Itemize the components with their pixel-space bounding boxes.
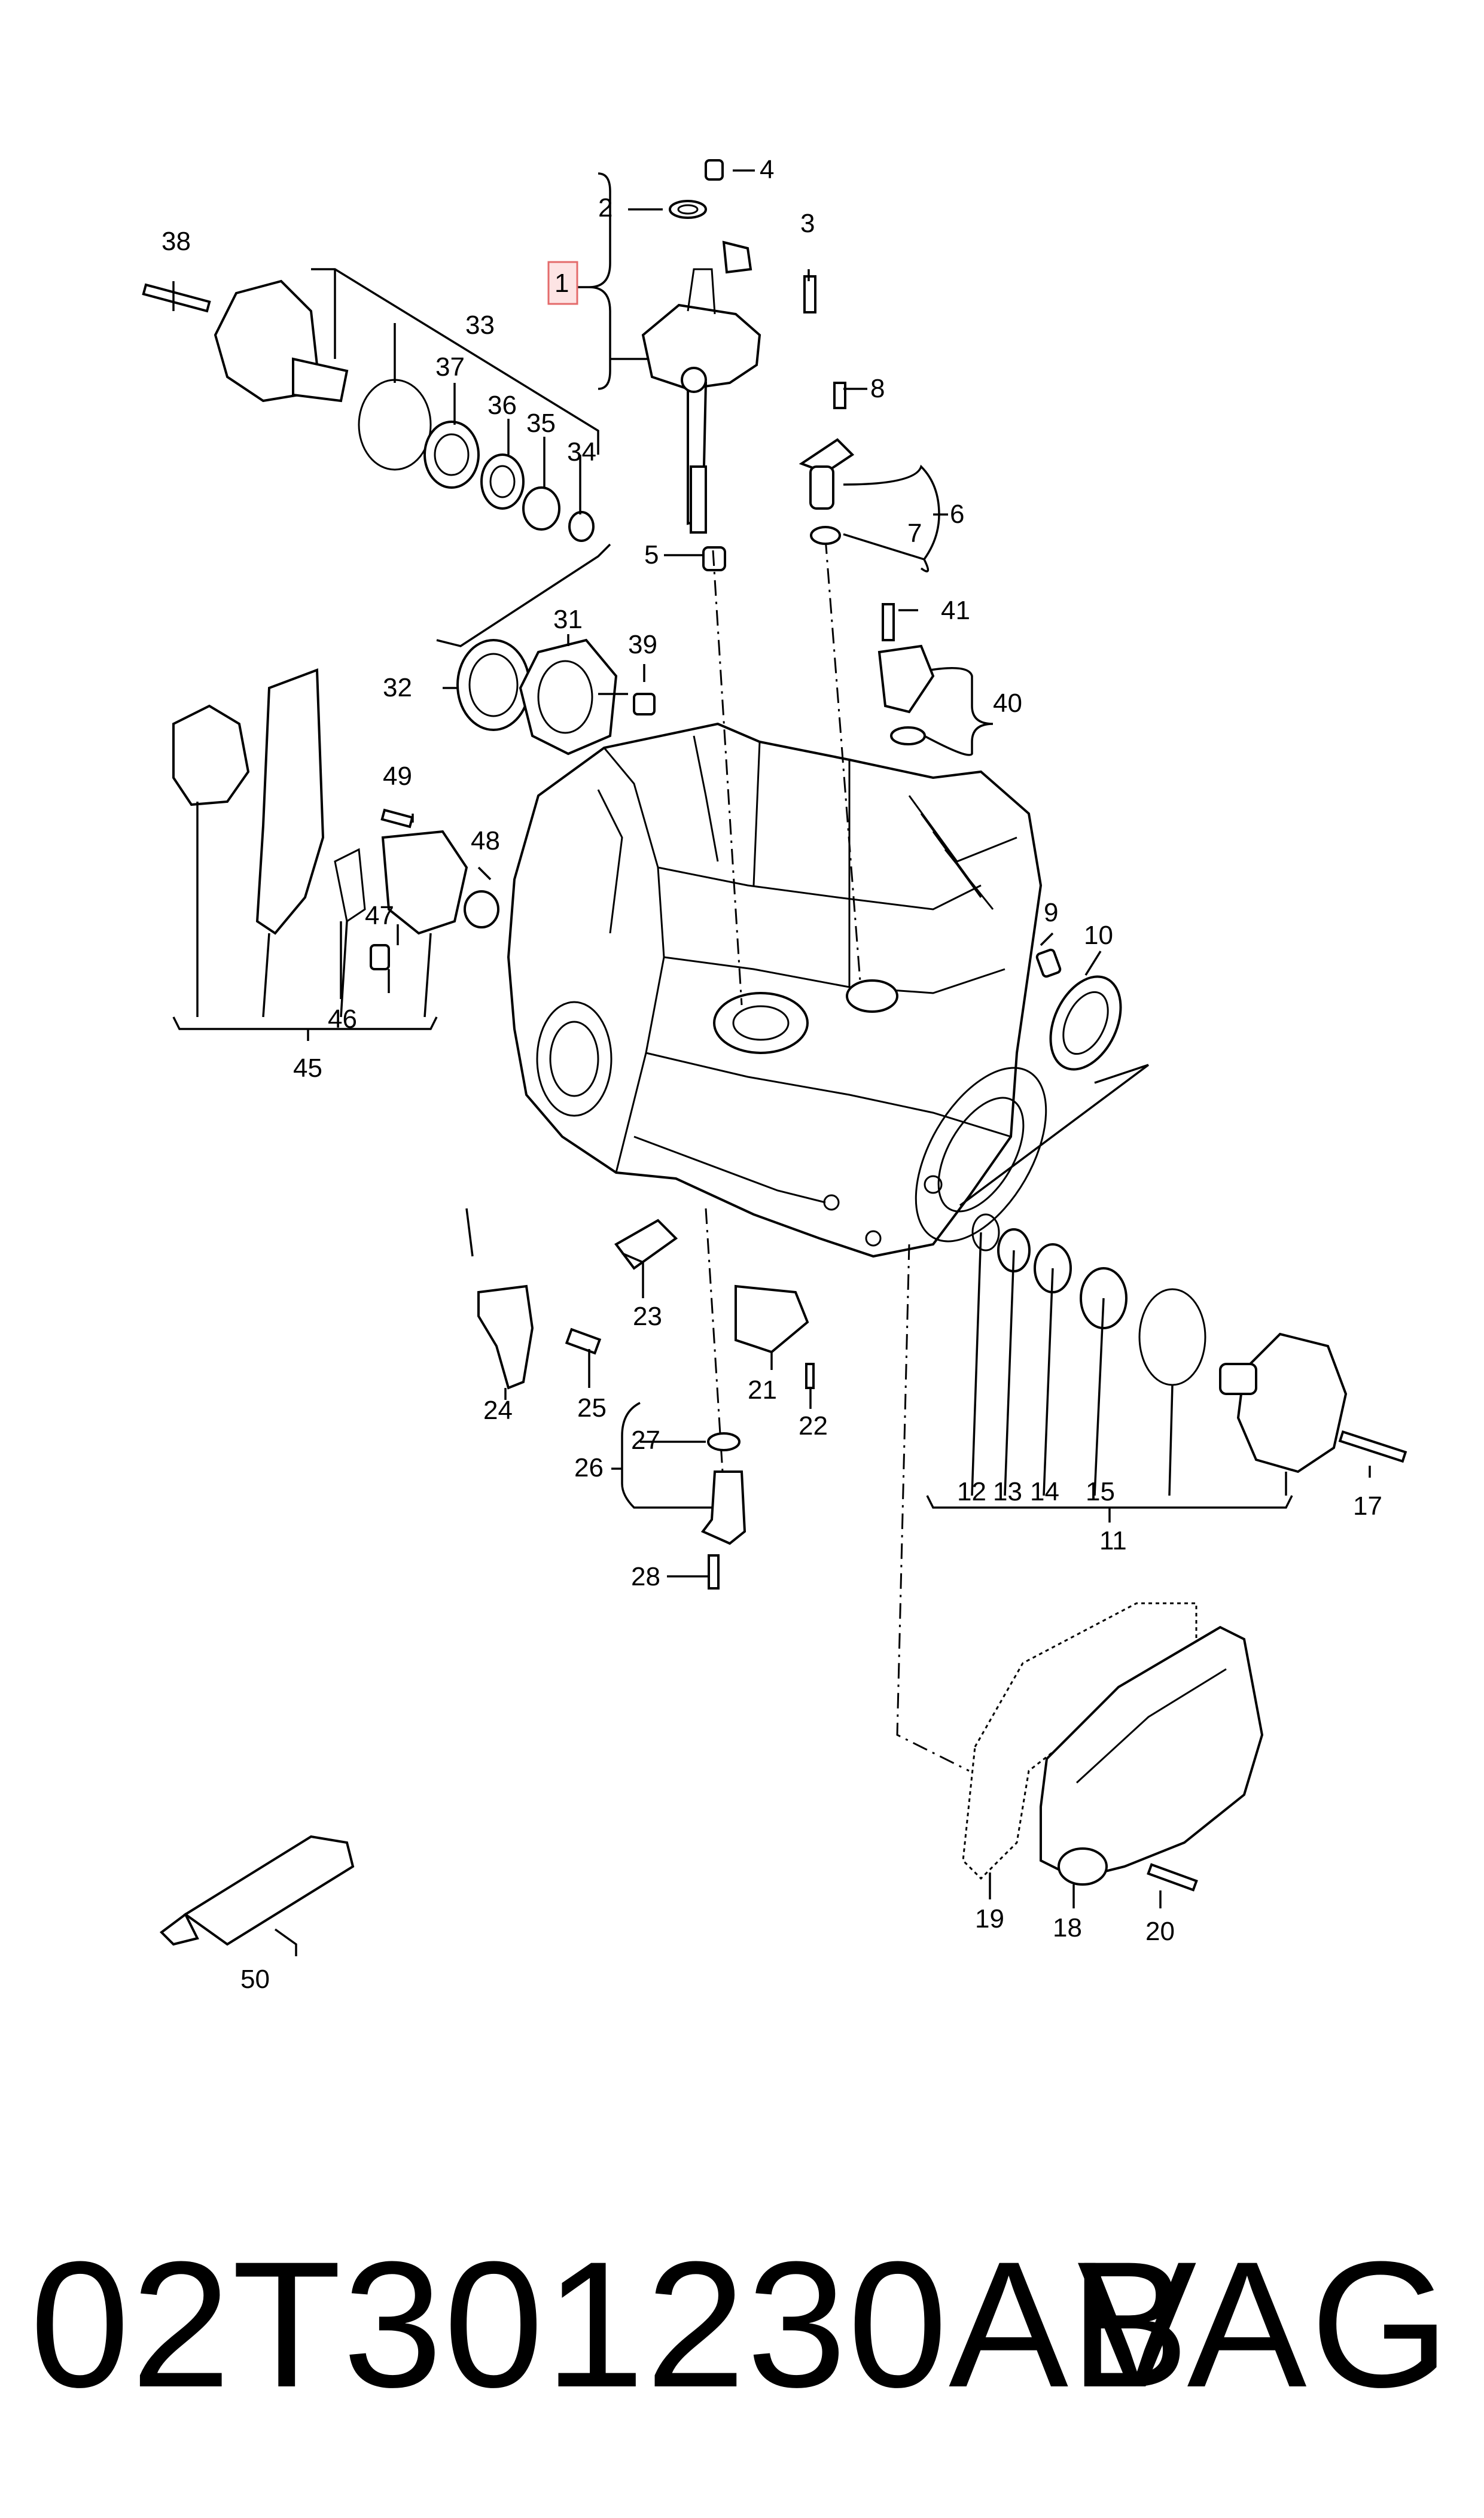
callout-11: 11 bbox=[1099, 1526, 1127, 1555]
callout-38: 38 bbox=[161, 227, 191, 256]
callout-32: 32 bbox=[383, 673, 412, 702]
callout-labels: 1 2 3 4 5 6 7 8 9 10 11 12 13 14 15 17 1… bbox=[161, 155, 1382, 1994]
callout-8: 8 bbox=[870, 374, 885, 403]
callout-10: 10 bbox=[1084, 921, 1113, 950]
callout-2: 2 bbox=[598, 193, 613, 223]
left-actuator-parts bbox=[172, 668, 499, 970]
callout-9: 9 bbox=[1044, 898, 1058, 927]
callout-33: 33 bbox=[465, 310, 495, 340]
callout-50: 50 bbox=[240, 1965, 270, 1994]
sealant-tube bbox=[159, 1835, 355, 1946]
callout-15: 15 bbox=[1086, 1477, 1115, 1506]
callout-24: 24 bbox=[483, 1396, 513, 1425]
exploded-parts-diagram: 1 2 3 4 5 6 7 8 9 10 11 12 13 14 15 17 1… bbox=[142, 155, 1407, 1994]
callout-25: 25 bbox=[577, 1393, 607, 1423]
callout-28: 28 bbox=[631, 1562, 660, 1591]
callout-14: 14 bbox=[1030, 1477, 1059, 1506]
gear-selector-assembly bbox=[641, 159, 816, 571]
callout-31: 31 bbox=[553, 605, 583, 634]
callout-7: 7 bbox=[907, 519, 922, 548]
callout-5: 5 bbox=[644, 540, 659, 570]
callout-20: 20 bbox=[1145, 1917, 1175, 1946]
callout-36: 36 bbox=[487, 391, 517, 420]
callout-21: 21 bbox=[748, 1375, 777, 1405]
right-output-flange-parts bbox=[971, 1213, 1407, 1473]
part-number: 02T301230AB bbox=[30, 2224, 1191, 2425]
callout-47: 47 bbox=[365, 901, 394, 930]
callout-1: 1 bbox=[554, 269, 569, 298]
callout-48: 48 bbox=[471, 826, 500, 855]
callout-37: 37 bbox=[435, 352, 465, 382]
callout-19: 19 bbox=[975, 1904, 1004, 1934]
callout-6: 6 bbox=[950, 500, 964, 529]
callout-23: 23 bbox=[633, 1302, 662, 1331]
callout-41: 41 bbox=[941, 596, 970, 625]
callout-39: 39 bbox=[628, 630, 657, 659]
callout-1-highlight bbox=[547, 261, 578, 305]
oil-pan-parts bbox=[962, 1602, 1264, 1892]
leader-lines bbox=[172, 169, 1371, 1956]
callout-13: 13 bbox=[993, 1477, 1022, 1506]
callout-34: 34 bbox=[567, 437, 596, 467]
callout-12: 12 bbox=[957, 1477, 986, 1506]
callout-18: 18 bbox=[1053, 1913, 1082, 1942]
callout-26: 26 bbox=[574, 1453, 604, 1482]
callout-45: 45 bbox=[293, 1054, 322, 1083]
callout-40: 40 bbox=[993, 689, 1022, 718]
callout-17: 17 bbox=[1353, 1491, 1382, 1521]
callout-3: 3 bbox=[800, 209, 815, 238]
callout-27: 27 bbox=[631, 1426, 660, 1455]
gearbox-housing bbox=[507, 722, 1047, 1258]
callout-4: 4 bbox=[760, 155, 774, 184]
callout-35: 35 bbox=[526, 409, 556, 438]
brand-name: VAG bbox=[1077, 2224, 1453, 2425]
callout-49: 49 bbox=[383, 762, 412, 791]
left-output-flange-parts bbox=[142, 279, 656, 756]
right-sensor-parts bbox=[799, 382, 1122, 1071]
footer-caption: 02T301230AB VAG bbox=[30, 2225, 1465, 2423]
callout-22: 22 bbox=[799, 1411, 828, 1441]
callout-46: 46 bbox=[328, 1004, 357, 1034]
